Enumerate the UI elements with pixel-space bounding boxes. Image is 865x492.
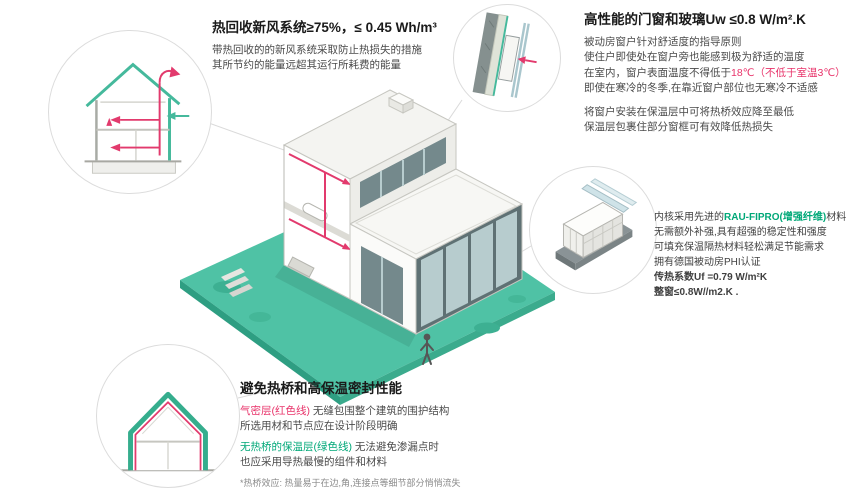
hrv-line-2: 其所节约的能量远超其运行所耗费的能量 [212, 59, 401, 72]
insulation-line [492, 15, 509, 96]
windows-line-3: 在室内，窗户表面温度不得低于18℃（不低于室温3℃） [584, 66, 860, 82]
thermal-footnote: *热桥效应: 热量易于在边,角,连接点等细节部分悄悄流失 [240, 477, 461, 488]
thermal-envelope-cross-section-icon [118, 391, 218, 472]
supply-arrow [110, 143, 121, 152]
house-isometric-svg [180, 89, 555, 405]
profile-text-block: 内核采用先进的RAU-FIPRO(增强纤维)材料 无需额外补强,具有超强的稳定性… [654, 210, 865, 300]
windows-line-3-pre: 在室内，窗户表面温度不得低于 [584, 66, 731, 79]
window-install-circle [453, 4, 561, 112]
person-figure [420, 333, 434, 365]
hrv-line-1: 带热回收的的新风系统采取防止热损失的措施 [212, 43, 422, 56]
room-air-arrow [106, 117, 113, 126]
windows-line-6: 保温层包裹住部分窗框可有效降低热损失 [584, 121, 773, 134]
thermal-title: 避免热桥和高保温密封性能 [240, 381, 402, 396]
thermal-line-3: 无热桥的保温层(绿色线) 无法避免渗漏点时 [240, 440, 570, 456]
uf-value: 传热系数Uf =0.79 W/m²K [654, 272, 768, 283]
thermal-line-1-rest: 无缝包围整个建筑的围护结构 [310, 404, 450, 417]
window-mullions [380, 149, 425, 197]
windows-line-1: 被动房窗户针对舒适度的指导原则 [584, 35, 742, 48]
profile-line-1-post: 材料 [826, 212, 847, 223]
profile-line-1: 内核采用先进的RAU-FIPRO(增强纤维)材料 [654, 210, 865, 225]
hrv-ducts [288, 153, 345, 248]
windows-temp-note: （不低于室温3℃） [754, 66, 846, 79]
profile-line-3: 可填充保温隔热材料轻松满足节能需求 [654, 242, 824, 253]
profile-line-2: 无需额外补强,具有超强的稳定性和强度 [654, 227, 827, 238]
terrace-steps [221, 268, 253, 297]
passive-house-3d-illustration [165, 85, 565, 415]
profile-chambers [569, 219, 623, 254]
kitchen-counter [287, 256, 315, 278]
glass-pane [590, 178, 638, 206]
window-frame [497, 34, 520, 82]
windows-line-4: 即使在寒冷的冬季,在靠近窗户部位也无寒冷不适感 [584, 82, 818, 95]
window-installation-section-icon [472, 12, 537, 98]
window-profile-circle [529, 166, 657, 294]
windows-temp-value: 18℃ [731, 66, 755, 79]
profile-line-1-pre: 内核采用先进的 [654, 212, 724, 223]
exhaust-arrow [169, 66, 181, 78]
hrv-duct [120, 69, 175, 156]
house-shadow [275, 265, 416, 347]
rau-fipro-label: RAU-FIPRO(增强纤维) [724, 212, 827, 223]
heat-flow-arrow [517, 56, 526, 65]
hrv-section-circle [48, 30, 212, 194]
shrubs [213, 281, 526, 334]
heat-flow-line [525, 59, 537, 64]
roof-parapet-line [354, 174, 518, 255]
thermal-line-2: 所选用材和节点应在设计阶段明确 [240, 420, 398, 433]
cutaway-interior [284, 153, 350, 278]
uw-value: 整窗≤0.8W//m2.K . [654, 287, 739, 298]
site-base-left-edge [180, 280, 340, 405]
basement [91, 160, 176, 174]
hrv-title: 热回收新风系统≥75%，≤ 0.45 Wh/m³ [212, 20, 437, 35]
windows-line-2: 使住户即使处在窗户旁也能感到极为舒适的温度 [584, 51, 805, 64]
roof-vent-box [387, 92, 415, 114]
airtight-layer-label: 气密层(红色线) [240, 404, 310, 417]
thermal-line-1: 气密层(红色线) 无缝包围整个建筑的围护结构 [240, 404, 570, 420]
supply-arrow [110, 115, 121, 124]
glass-panes [421, 211, 517, 327]
insulated-roof [85, 62, 181, 108]
fresh-air-arrow [166, 112, 176, 120]
thermal-text-block: 避免热桥和高保温密封性能 气密层(红色线) 无缝包围整个建筑的围护结构 所选用材… [240, 381, 570, 489]
glass-pane [581, 184, 630, 213]
window-frame-profile-icon [555, 178, 638, 271]
wall-section [472, 12, 500, 95]
glass-pane [510, 22, 527, 98]
hrv-text-block: 热回收新风系统≥75%，≤ 0.45 Wh/m³ 带热回收的的新风系统采取防止热… [212, 20, 474, 74]
thermal-line-4: 也应采用导热最慢的组件和材料 [240, 456, 387, 469]
rafter-line [142, 406, 169, 435]
bathtub [302, 202, 328, 222]
insulation-green-line [128, 391, 208, 471]
windows-text-block: 高性能的门窗和玻璃Uw ≤0.8 W/m².K 被动房窗户针对舒适度的指导原则 … [584, 12, 860, 136]
thermal-line-3-rest: 无法避免渗漏点时 [352, 440, 439, 453]
rafter-line [167, 406, 194, 435]
windows-title: 高性能的门窗和玻璃Uw ≤0.8 W/m².K [584, 12, 806, 27]
insulation-layer-label: 无热桥的保温层(绿色线) [240, 440, 352, 453]
airtight-red-line [134, 401, 202, 471]
windows-line-5: 将窗户安装在保温层中可将热桥效应降至最低 [584, 105, 794, 118]
duct-arrow [342, 178, 350, 185]
profile-line-4: 拥有德国被动房PHI认证 [654, 257, 761, 268]
site-base-right-edge [340, 292, 555, 405]
thermal-envelope-circle [96, 344, 240, 488]
hrv-house-section-icon [84, 62, 190, 174]
floor-slab [284, 201, 350, 242]
duct-arrow [342, 243, 350, 250]
